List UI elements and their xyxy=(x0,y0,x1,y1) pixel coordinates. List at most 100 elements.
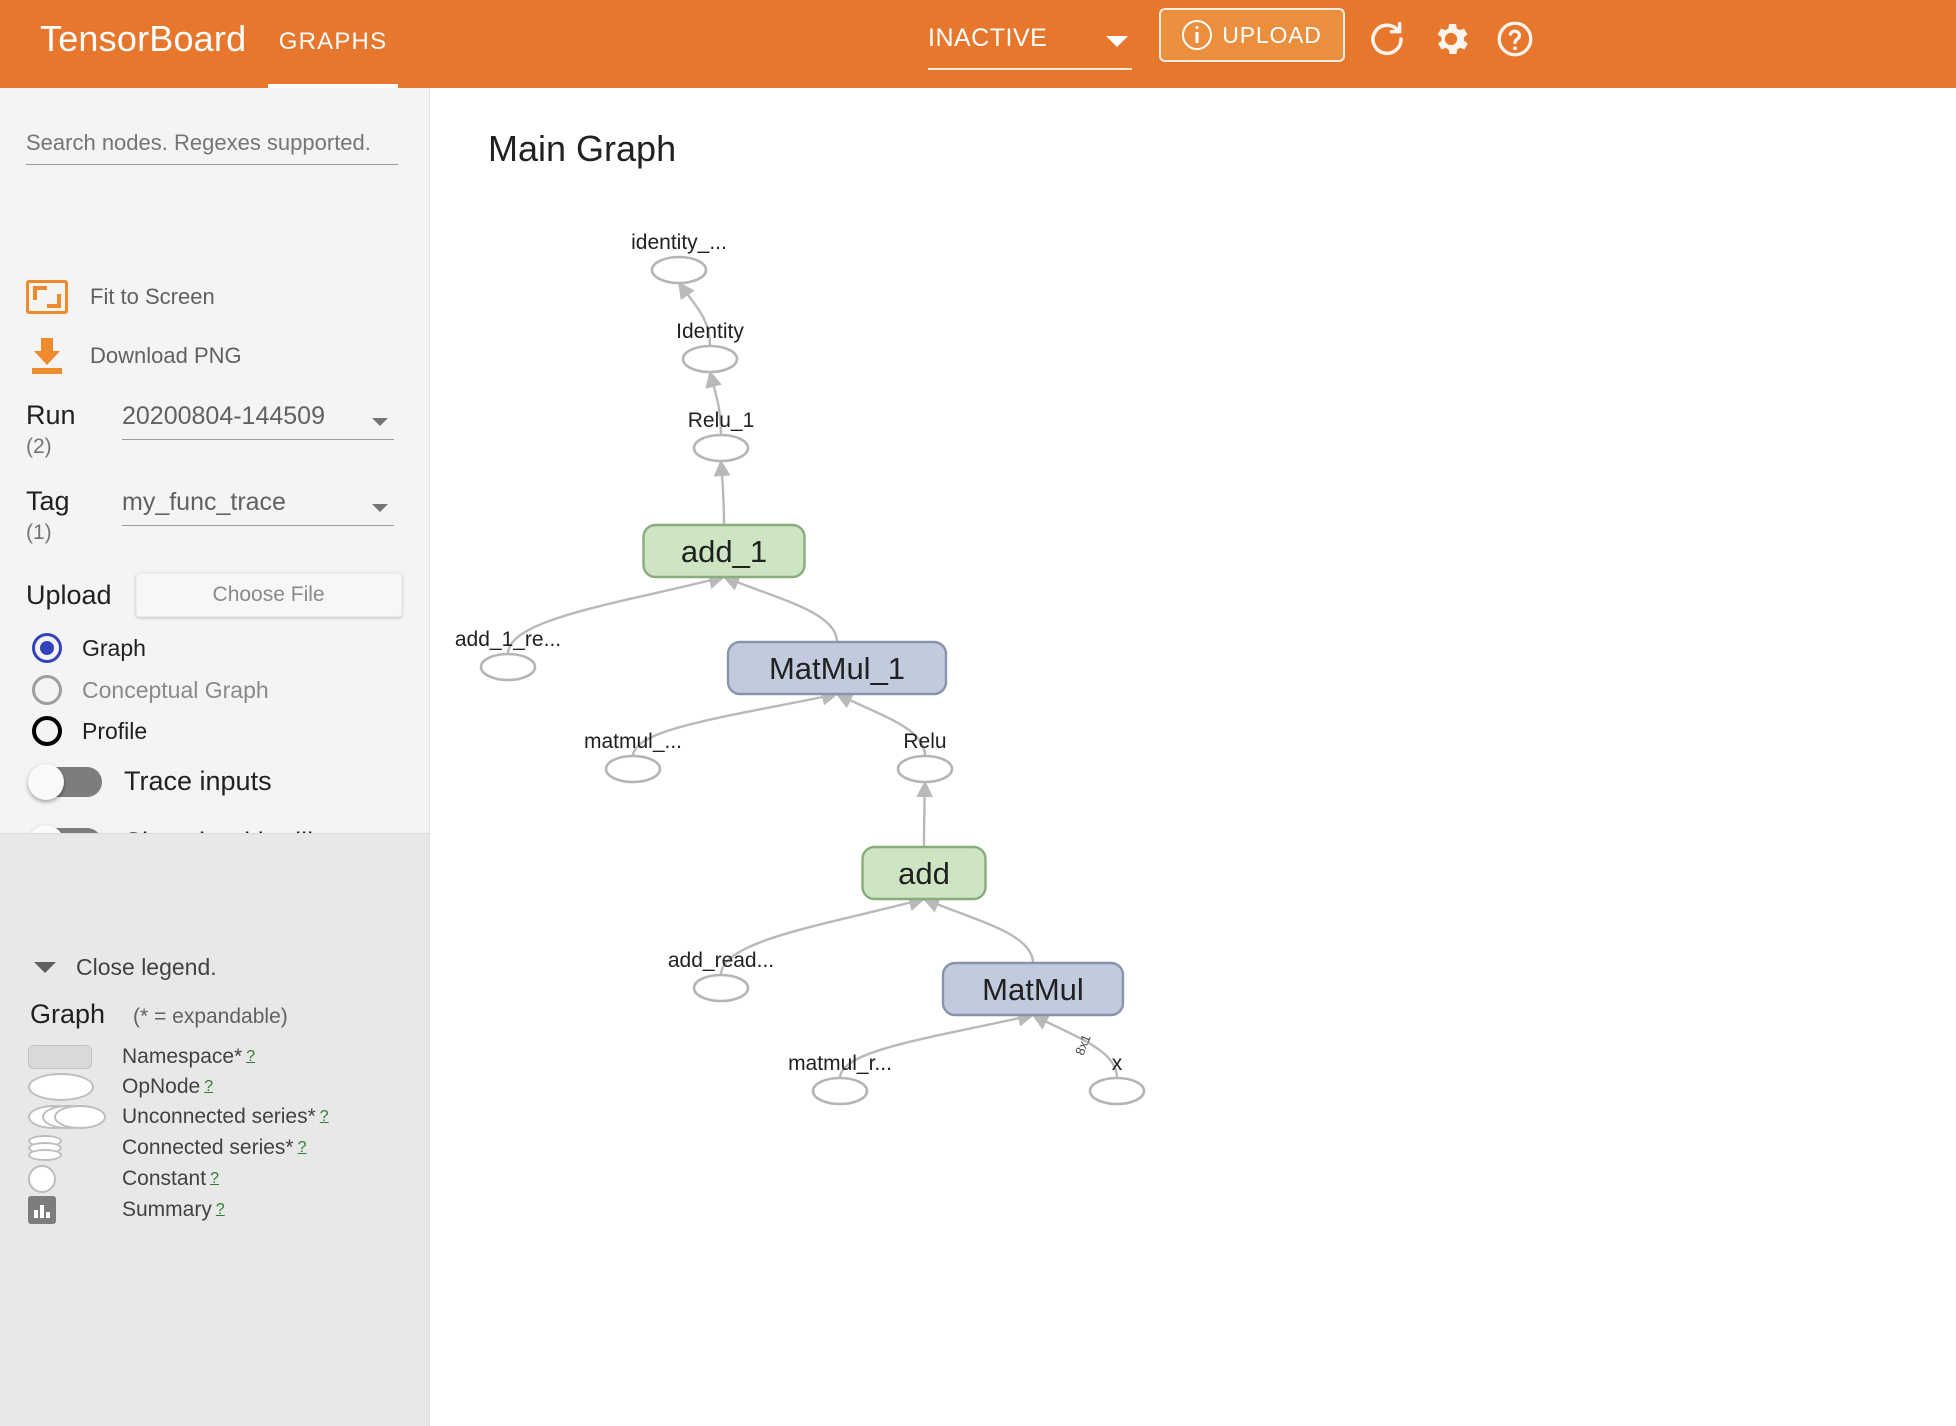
legend-hint: (* = expandable) xyxy=(133,1005,288,1028)
node-label: add_1 xyxy=(681,534,767,569)
fit-to-screen-label: Fit to Screen xyxy=(90,284,215,309)
node-shape xyxy=(642,523,806,579)
upload-button-label: UPLOAD xyxy=(1222,21,1322,48)
graph-edge xyxy=(713,459,731,526)
graph-node-add[interactable]: add xyxy=(861,845,987,901)
graph-node-matmul_readvariableop[interactable]: matmul_r... xyxy=(788,1052,892,1106)
trace-inputs-toggle[interactable]: Trace inputs xyxy=(28,763,272,800)
tab-graphs[interactable]: GRAPHS xyxy=(278,28,388,55)
legend-connected-series-label: Connected series* xyxy=(122,1136,294,1159)
graph-node-add_readvariableop[interactable]: add_read... xyxy=(668,949,774,1003)
unconnected-series-swatch xyxy=(28,1105,118,1129)
tag-underline xyxy=(122,525,394,526)
radio-profile-label: Profile xyxy=(82,717,148,744)
node-shape xyxy=(941,961,1125,1017)
graph-edge xyxy=(835,692,927,757)
fit-to-screen-icon xyxy=(26,280,68,314)
trace-inputs-switch[interactable] xyxy=(28,763,102,800)
upload-label: Upload xyxy=(26,579,112,610)
graph-node-x[interactable]: x xyxy=(1088,1052,1146,1106)
node-label: identity_... xyxy=(631,231,727,254)
legend-opnode-help[interactable]: ? xyxy=(204,1078,214,1095)
legend-unconnected-series-help[interactable]: ? xyxy=(319,1108,329,1125)
legend-item-constant: Constant ? xyxy=(28,1164,219,1194)
run-status-dropdown[interactable]: INACTIVE xyxy=(928,20,1132,70)
graph-edge xyxy=(631,688,839,757)
legend-constant-help[interactable]: ? xyxy=(210,1170,219,1187)
close-legend-label: Close legend. xyxy=(76,954,217,980)
choose-file-button[interactable]: Choose File xyxy=(135,573,402,617)
close-legend-button[interactable]: Close legend. xyxy=(34,954,217,981)
upload-button[interactable]: UPLOAD xyxy=(1159,8,1345,62)
graph-node-add_1[interactable]: add_1 xyxy=(642,523,806,579)
download-png-label: Download PNG xyxy=(90,343,242,368)
download-png-button[interactable]: Download PNG xyxy=(26,338,242,374)
legend-title-row: Graph (* = expandable) xyxy=(30,999,288,1030)
graph-edge xyxy=(922,896,1035,964)
node-label: Identity xyxy=(676,320,744,343)
legend-unconnected-series-label: Unconnected series* xyxy=(122,1105,316,1128)
chevron-down-icon xyxy=(372,504,388,512)
radio-conceptual-graph[interactable]: Conceptual Graph xyxy=(32,675,269,705)
tag-label: Tag xyxy=(26,486,70,516)
graph-edge xyxy=(838,1010,1035,1079)
node-shape xyxy=(604,754,662,784)
legend-title: Graph xyxy=(30,999,106,1029)
legend-opnode-label: OpNode xyxy=(122,1075,201,1098)
tag-count: (1) xyxy=(26,521,52,544)
graph-node-matmul_1_readvariableop[interactable]: matmul_... xyxy=(584,730,682,784)
info-icon xyxy=(1182,20,1213,50)
radio-profile[interactable]: Profile xyxy=(32,716,147,746)
connected-series-swatch xyxy=(28,1135,118,1161)
legend-namespace-label: Namespace* xyxy=(122,1045,243,1068)
legend-panel: Close legend. Graph (* = expandable) Nam… xyxy=(0,833,429,1426)
run-dropdown[interactable]: 20200804-144509 xyxy=(122,402,394,440)
radio-graph[interactable]: Graph xyxy=(32,633,146,663)
radio-graph-indicator xyxy=(32,633,62,663)
graph-node-add_1_readvariableop[interactable]: add_1_re... xyxy=(455,628,561,682)
refresh-icon[interactable] xyxy=(1366,18,1408,60)
legend-constant-label: Constant xyxy=(122,1167,207,1190)
summary-swatch xyxy=(28,1196,118,1224)
graph-node-Identity[interactable]: Identity xyxy=(676,320,744,374)
fit-to-screen-button[interactable]: Fit to Screen xyxy=(26,280,215,314)
legend-summary-help[interactable]: ? xyxy=(215,1201,225,1218)
tag-field-label: Tag (1) xyxy=(26,486,70,545)
legend-item-opnode: OpNode ? xyxy=(28,1072,213,1102)
graph-node-identity_out[interactable]: identity_... xyxy=(631,231,727,285)
radio-conceptual-graph-indicator xyxy=(32,675,62,705)
graph-node-Relu[interactable]: Relu xyxy=(896,730,954,784)
graph-edge xyxy=(506,572,726,655)
legend-item-summary: Summary ? xyxy=(28,1195,225,1225)
sidebar: Fit to Screen Download PNG Run (2) 20200… xyxy=(0,88,430,1426)
tag-dropdown[interactable]: my_func_trace xyxy=(122,488,394,526)
download-icon xyxy=(26,338,68,374)
radio-conceptual-graph-label: Conceptual Graph xyxy=(82,676,269,703)
chevron-down-icon xyxy=(1106,36,1128,47)
node-label: add_read... xyxy=(668,949,774,972)
app-header: TensorBoard GRAPHS INACTIVE UPLOAD xyxy=(0,0,1956,89)
help-icon[interactable] xyxy=(1494,18,1536,60)
graph-node-MatMul[interactable]: MatMul xyxy=(941,961,1125,1017)
node-shape xyxy=(692,973,750,1003)
search-input[interactable] xyxy=(26,130,398,165)
graph-edge xyxy=(916,780,934,848)
legend-connected-series-help[interactable]: ? xyxy=(297,1139,307,1156)
legend-summary-label: Summary xyxy=(122,1198,212,1221)
legend-namespace-help[interactable]: ? xyxy=(246,1048,256,1065)
legend-item-unconnected-series: Unconnected series* ? xyxy=(28,1102,329,1132)
node-label: x xyxy=(1112,1052,1123,1075)
graph-node-Relu_1[interactable]: Relu_1 xyxy=(688,409,755,463)
graph-node-MatMul_1[interactable]: MatMul_1 xyxy=(726,640,948,696)
gear-icon[interactable] xyxy=(1430,18,1472,60)
graph-svg[interactable]: 8x1 identity_...IdentityRelu_1add_1add_1… xyxy=(431,88,1956,1426)
chevron-down-icon xyxy=(34,962,56,973)
node-label: Relu_1 xyxy=(688,409,755,432)
run-field-label: Run (2) xyxy=(26,400,76,459)
node-shape xyxy=(692,433,750,463)
graph-edge xyxy=(1031,1013,1119,1079)
graph-edge xyxy=(678,281,712,347)
